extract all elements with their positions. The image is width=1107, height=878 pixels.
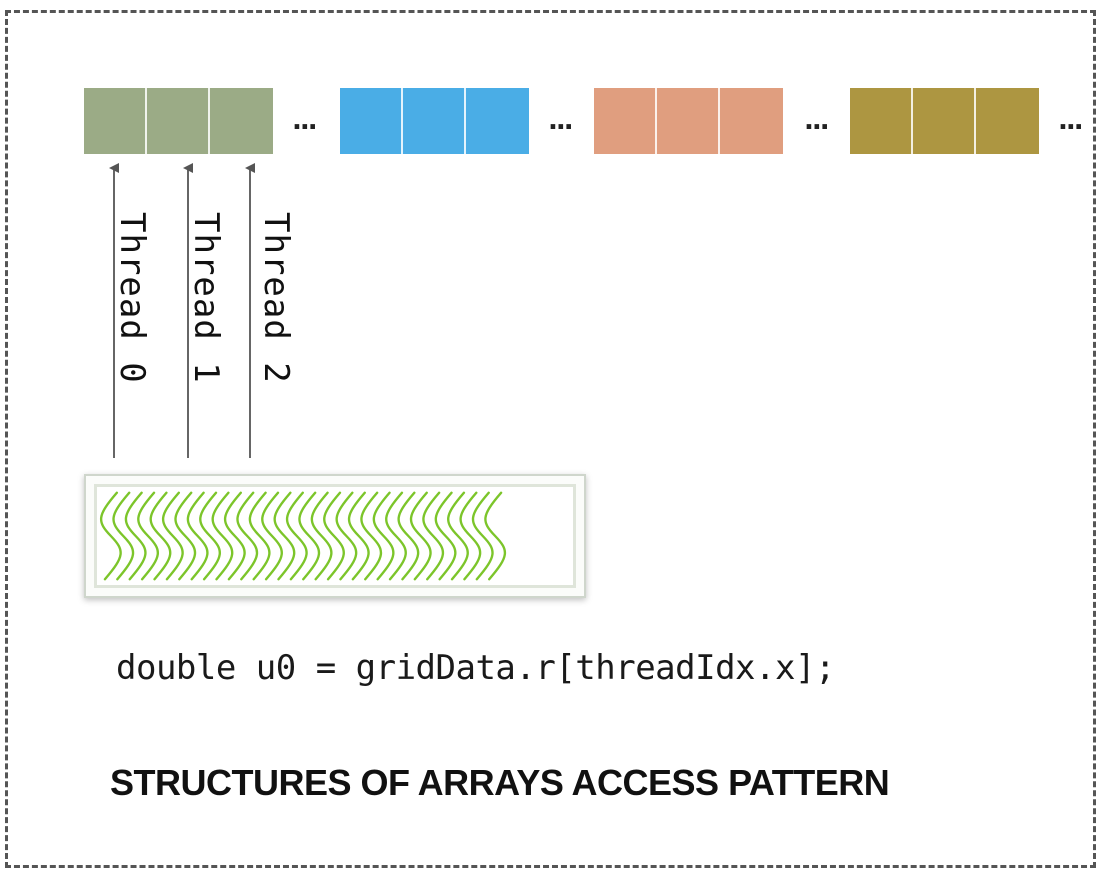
warp-thread-stroke	[174, 491, 197, 581]
thread-label-2: Thread 2	[256, 212, 296, 384]
warp-thread-stroke	[347, 491, 370, 581]
ellipsis: ...	[292, 106, 318, 136]
ellipsis: ...	[548, 106, 574, 136]
thread-label-1: Thread 1	[186, 212, 226, 384]
warp-thread-stroke	[124, 491, 147, 581]
memory-array: ... ... ... ...	[84, 88, 1094, 154]
memory-group-z	[594, 88, 783, 154]
warp-thread-stroke	[261, 491, 283, 581]
memory-cell	[84, 88, 147, 154]
warp-thread-stroke	[137, 491, 159, 581]
thread-label-0: Thread 0	[112, 212, 152, 384]
memory-cell	[466, 88, 529, 154]
memory-cell	[720, 88, 783, 154]
warp-thread-stroke	[471, 491, 494, 581]
memory-cell	[657, 88, 720, 154]
memory-cell	[850, 88, 913, 154]
memory-cell	[210, 88, 273, 154]
warp-box	[84, 474, 586, 598]
warp-thread-stroke	[459, 491, 482, 581]
warp-thread-stroke	[310, 491, 333, 581]
memory-cell	[594, 88, 657, 154]
ellipsis: ...	[1058, 106, 1084, 136]
memory-group-w	[850, 88, 1039, 154]
warp-thread-stroke	[211, 491, 234, 581]
warp-thread-stroke	[186, 491, 209, 581]
memory-group-x	[84, 88, 273, 154]
warp-thread-stroke	[199, 491, 221, 581]
warp-thread-stroke	[323, 491, 345, 581]
warp-thread-stroke	[360, 491, 383, 581]
warp-inner	[94, 484, 576, 588]
warp-thread-stroke	[100, 491, 122, 581]
warp-thread-stroke	[372, 491, 395, 581]
diagram-caption: STRUCTURES OF ARRAYS ACCESS PATTERN	[110, 762, 890, 803]
warp-thread-stroke	[484, 491, 507, 581]
memory-cell	[403, 88, 466, 154]
warp-thread-stroke	[335, 491, 358, 581]
memory-cell	[913, 88, 976, 154]
warp-thread-stroke	[223, 491, 246, 581]
code-line: double u0 = gridData.r[threadIdx.x];	[116, 648, 835, 688]
warp-thread-stroke	[434, 491, 457, 581]
memory-cell	[340, 88, 403, 154]
warp-thread-stroke	[236, 491, 259, 581]
warp-thread-stroke	[273, 491, 296, 581]
memory-group-y	[340, 88, 529, 154]
warp-thread-stroke	[422, 491, 445, 581]
memory-cell	[147, 88, 210, 154]
warp-thread-stroke	[285, 491, 308, 581]
warp-thread-stroke	[112, 491, 135, 581]
warp-thread-stroke	[298, 491, 321, 581]
warp-thread-stroke	[447, 491, 469, 581]
diagram-frame	[5, 10, 1096, 868]
warp-thread-stroke	[162, 491, 184, 581]
warp-thread-stroke	[385, 491, 407, 581]
warp-thread-stroke	[409, 491, 432, 581]
ellipsis: ...	[804, 106, 830, 136]
memory-cell	[976, 88, 1039, 154]
warp-thread-stroke	[397, 491, 420, 581]
warp-thread-stroke	[248, 491, 271, 581]
warp-thread-stroke	[149, 491, 172, 581]
warp-threads-icon	[100, 491, 507, 581]
